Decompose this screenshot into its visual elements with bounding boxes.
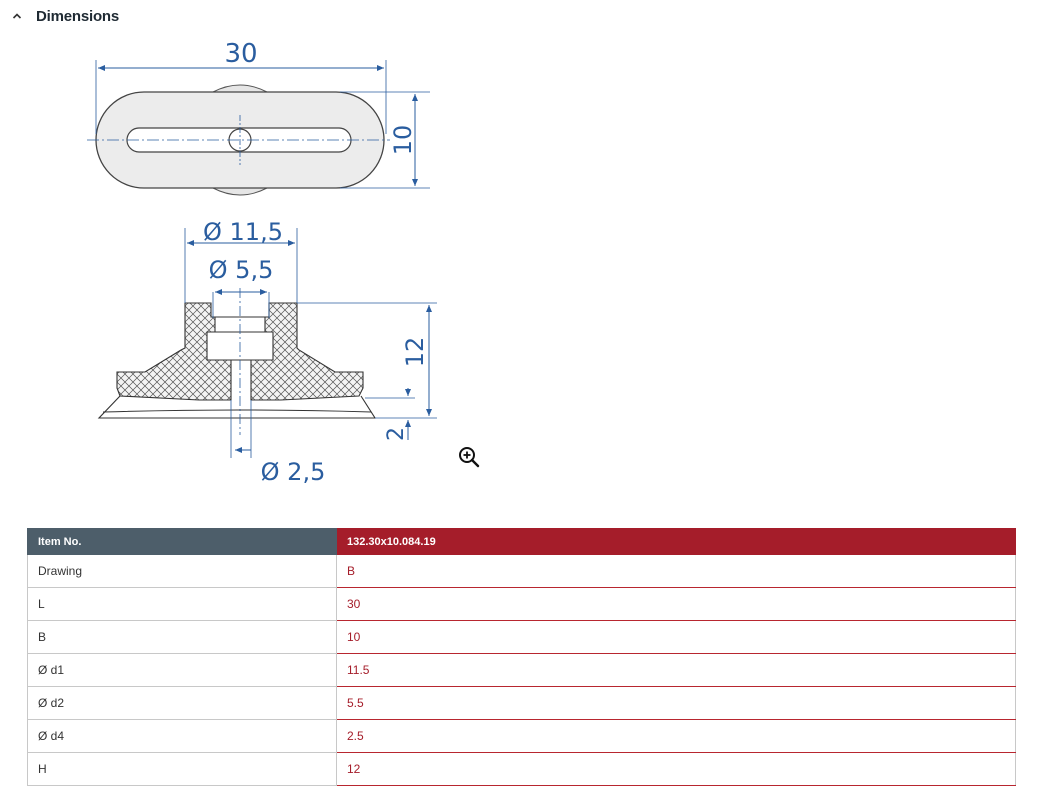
section-view: Ø 11,5 Ø 5,5 12 2 Ø 2,5 [97,218,437,486]
table-row: H 12 [27,752,1016,786]
row-key: B [27,620,337,654]
table-row: B 10 [27,620,1016,654]
row-key: Drawing [27,554,337,588]
dimensions-section-toggle[interactable]: Dimensions [10,5,119,27]
table-row: Ø d2 5.5 [27,686,1016,720]
dimension-drawing: 30 10 Ø 11,5 Ø 5,5 12 [87,39,437,486]
row-key: L [27,587,337,621]
table-row: Ø d4 2.5 [27,719,1016,753]
row-value: 5.5 [336,686,1016,720]
specification-table: Item No. 132.30x10.084.19 Drawing B L 30… [27,528,1016,786]
header-key: Item No. [27,528,337,555]
chevron-up-icon [10,9,24,23]
row-value: 11.5 [336,653,1016,687]
header-value: 132.30x10.084.19 [336,528,1016,555]
width-dimension-label: 10 [389,125,417,156]
row-value: 12 [336,752,1016,786]
table-row: Ø d1 11.5 [27,653,1016,687]
length-dimension-label: 30 [224,39,257,69]
table-header-row: Item No. 132.30x10.084.19 [27,528,1016,555]
section-title: Dimensions [36,7,120,25]
zoom-in-icon [459,447,480,468]
height-dimension-label: 12 [401,337,429,368]
table-row: Drawing B [27,554,1016,588]
row-key: H [27,752,337,786]
lip-dimension-label: 2 [384,427,409,441]
row-value: 10 [336,620,1016,654]
zoom-button[interactable] [456,444,482,470]
top-view: 30 10 [87,39,430,196]
d2-dimension-label: Ø 5,5 [209,256,274,284]
row-value: 30 [336,587,1016,621]
row-value: 2.5 [336,719,1016,753]
row-value: B [336,554,1016,588]
d1-dimension-label: Ø 11,5 [203,218,283,246]
row-key: Ø d1 [27,653,337,687]
row-key: Ø d2 [27,686,337,720]
d4-dimension-label: Ø 2,5 [261,458,326,486]
row-key: Ø d4 [27,719,337,753]
table-row: L 30 [27,587,1016,621]
